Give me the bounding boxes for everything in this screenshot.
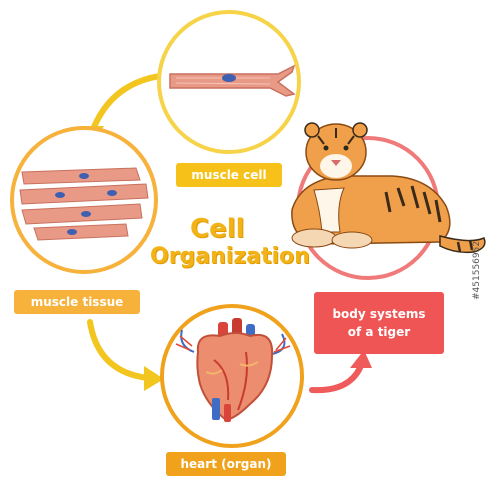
heart-organ-label: heart (organ) [166, 452, 286, 476]
muscle-cell-circle [157, 10, 301, 154]
title-line-1: Cell [190, 214, 245, 244]
muscle-tissue-label: muscle tissue [14, 290, 140, 314]
arrow-tissue-to-heart [87, 319, 164, 391]
heart-illustration [175, 318, 291, 422]
muscle-cell-label: muscle cell [176, 163, 282, 187]
title-line-2: Organization [150, 244, 310, 269]
tiger-circle [291, 122, 486, 280]
stock-id-text: #451556952 [472, 240, 482, 300]
body-systems-label-line-2: of a tiger [347, 325, 411, 339]
muscle-cell-illustration [169, 64, 296, 97]
body-systems-label-line-1: body systems [332, 307, 426, 321]
arrow-heart-to-tiger [309, 350, 372, 394]
heart-circle [160, 304, 304, 448]
body-systems-label: body systems of a tiger [314, 292, 444, 354]
muscle-tissue-circle [10, 126, 158, 274]
tiger-illustration [291, 122, 486, 254]
muscle-tissue-illustration [19, 167, 149, 241]
